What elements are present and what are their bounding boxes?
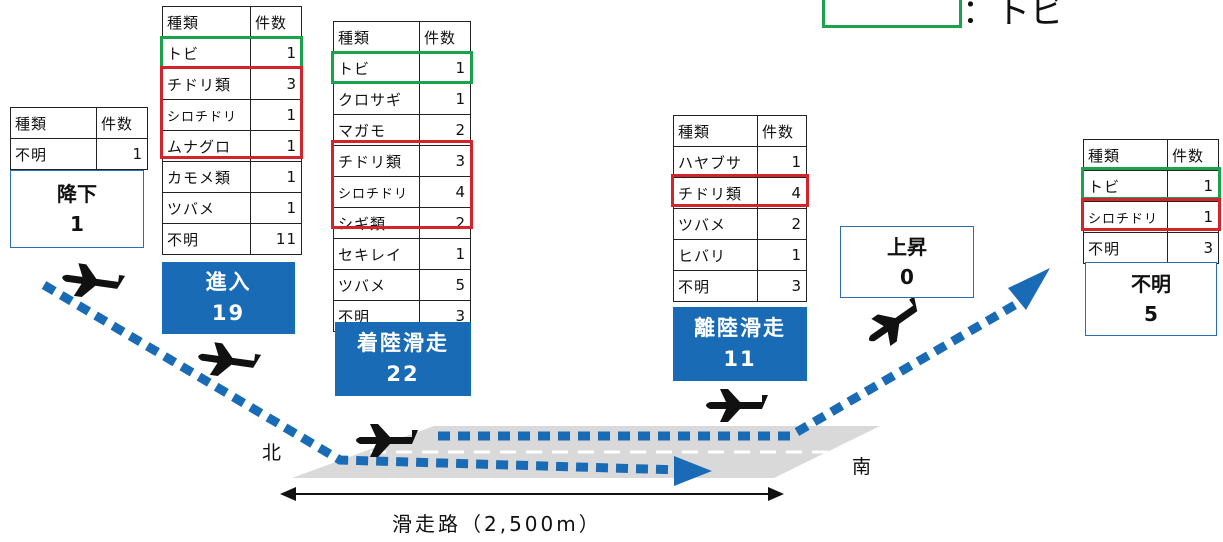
north-label: 北 bbox=[262, 442, 282, 464]
header-count: 件数 bbox=[1167, 139, 1219, 171]
plane-icon-takeoff-roll bbox=[706, 389, 768, 422]
table-cell-kind: クロサギ bbox=[333, 83, 420, 115]
table-cell-count: 1 bbox=[250, 99, 302, 131]
phase-total: 22 bbox=[386, 362, 420, 386]
table-cell-kind: チドリ類 bbox=[673, 177, 758, 209]
header-count: 件数 bbox=[419, 21, 471, 53]
table-cell-kind: カモメ類 bbox=[162, 161, 251, 193]
plane-icon-approach bbox=[195, 340, 262, 382]
runway-length-label: 滑走路（2,500m） bbox=[392, 512, 602, 536]
table-cell-kind: トビ bbox=[162, 37, 251, 69]
table-cell-count: 2 bbox=[419, 207, 471, 239]
table-cell-kind: シロチドリ bbox=[162, 99, 251, 131]
header-kind: 種類 bbox=[162, 6, 251, 38]
takeoff-arrowhead bbox=[1008, 268, 1050, 310]
phase-box-climb: 上昇 0 bbox=[840, 226, 974, 298]
header-count: 件数 bbox=[96, 107, 148, 139]
table-cell-kind: ムナグロ bbox=[162, 130, 251, 162]
table-cell-kind: シロチドリ bbox=[333, 176, 420, 208]
table-cell-count: 1 bbox=[419, 238, 471, 270]
table-cell-kind: 不明 bbox=[10, 138, 97, 170]
table-cell-kind: ツバメ bbox=[333, 269, 420, 301]
table-cell-count: 3 bbox=[250, 68, 302, 100]
header-count: 件数 bbox=[757, 115, 807, 147]
table-cell-count: 4 bbox=[419, 176, 471, 208]
phase-label: 着陸滑走 bbox=[357, 331, 449, 355]
phase-box-takeoff-roll: 離陸滑走 11 bbox=[673, 307, 807, 381]
plane-icon-climb bbox=[859, 291, 930, 354]
table-cell-count: 3 bbox=[1167, 232, 1219, 264]
table-cell-count: 3 bbox=[419, 145, 471, 177]
header-count: 件数 bbox=[250, 6, 302, 38]
table-cell-kind: ツバメ bbox=[673, 208, 758, 240]
phase-box-descent: 降下 1 bbox=[10, 170, 144, 248]
phase-label: 離陸滑走 bbox=[694, 316, 786, 340]
legend-text: ：トビ bbox=[962, 0, 1064, 32]
table-cell-count: 1 bbox=[757, 146, 807, 178]
table-cell-count: 1 bbox=[419, 83, 471, 115]
table-cell-count: 1 bbox=[250, 37, 302, 69]
table-cell-count: 3 bbox=[757, 270, 807, 302]
table-cell-kind: ヒバリ bbox=[673, 239, 758, 271]
table-cell-count: 2 bbox=[757, 208, 807, 240]
legend-swatch bbox=[822, 0, 962, 28]
header-kind: 種類 bbox=[333, 21, 420, 53]
table-cell-count: 1 bbox=[757, 239, 807, 271]
phase-label: 不明 bbox=[1131, 272, 1171, 296]
table-cell-kind: シギ類 bbox=[333, 207, 420, 239]
table-cell-count: 1 bbox=[419, 52, 471, 84]
table-cell-kind: セキレイ bbox=[333, 238, 420, 270]
table-cell-count: 1 bbox=[1167, 201, 1219, 233]
table-cell-kind: ハヤブサ bbox=[673, 146, 758, 178]
phase-label: 降下 bbox=[57, 182, 97, 206]
table-cell-count: 5 bbox=[419, 269, 471, 301]
table-cell-kind: トビ bbox=[1083, 170, 1168, 202]
header-kind: 種類 bbox=[10, 107, 97, 139]
phase-label: 上昇 bbox=[887, 235, 927, 259]
table-cell-kind: トビ bbox=[333, 52, 420, 84]
table-cell-count: 2 bbox=[419, 114, 471, 146]
table-cell-count: 1 bbox=[96, 138, 148, 170]
phase-total: 19 bbox=[211, 301, 246, 325]
table-cell-kind: チドリ類 bbox=[333, 145, 420, 177]
table-cell-kind: 不明 bbox=[162, 223, 251, 255]
header-kind: 種類 bbox=[1083, 139, 1168, 171]
table-cell-kind: 不明 bbox=[1083, 232, 1168, 264]
phase-box-unknown: 不明 5 bbox=[1085, 262, 1217, 336]
table-cell-count: 1 bbox=[1167, 170, 1219, 202]
table-cell-kind: ツバメ bbox=[162, 192, 251, 224]
table-cell-count: 1 bbox=[250, 192, 302, 224]
takeoff-flight-path bbox=[438, 298, 1023, 441]
phase-total: 0 bbox=[900, 265, 914, 289]
phase-total: 11 bbox=[723, 347, 757, 371]
landing-flight-path bbox=[41, 281, 681, 475]
table-cell-count: 11 bbox=[250, 223, 302, 255]
table-cell-kind: 不明 bbox=[673, 270, 758, 302]
header-kind: 種類 bbox=[673, 115, 758, 147]
table-cell-count: 1 bbox=[250, 161, 302, 193]
phase-total: 1 bbox=[70, 212, 84, 236]
phase-total: 5 bbox=[1144, 302, 1158, 326]
table-cell-count: 4 bbox=[757, 177, 807, 209]
phase-box-landing-roll: 着陸滑走 22 bbox=[335, 322, 471, 396]
table-cell-kind: チドリ類 bbox=[162, 68, 251, 100]
south-label: 南 bbox=[852, 456, 872, 478]
table-cell-kind: シロチドリ bbox=[1083, 201, 1168, 233]
phase-box-approach: 進入 19 bbox=[162, 262, 295, 334]
landing-arrowhead bbox=[674, 456, 712, 486]
table-cell-kind: マガモ bbox=[333, 114, 420, 146]
phase-label: 進入 bbox=[205, 270, 252, 294]
table-cell-count: 1 bbox=[250, 130, 302, 162]
